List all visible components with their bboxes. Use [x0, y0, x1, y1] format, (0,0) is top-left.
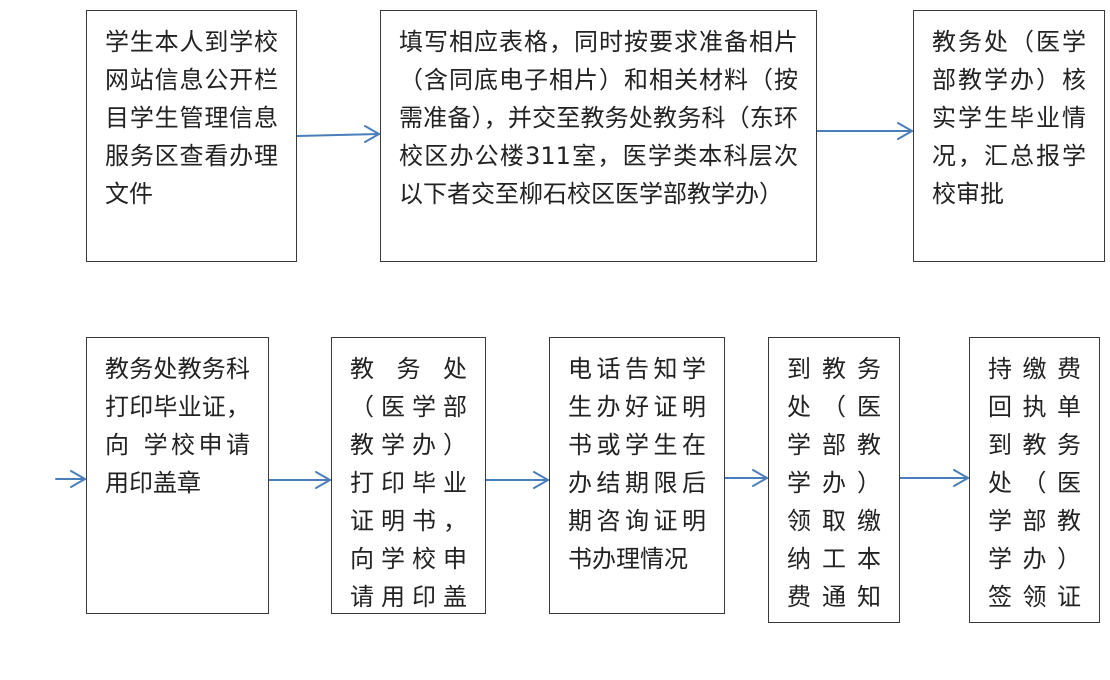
arrow-step2-to-step3: [816, 122, 913, 140]
step-8-box: 持缴费回执单到教务处（医学部教学办）签领证明书: [969, 337, 1100, 623]
arrow-step6-to-step7: [724, 469, 768, 487]
step-2-box: 填写相应表格，同时按要求准备相片（含同底电子相片）和相关材料（按需准备），并交至…: [380, 10, 817, 262]
arrow-step4-to-step5: [268, 471, 331, 489]
step-7-box: 到教务处（医学部教学办）领取缴纳工本费通知单: [768, 337, 900, 623]
arrow-row-continuation: [55, 470, 86, 488]
step-6-box: 电话告知学生办好证明书或学生在办结期限后期咨询证明书办理情况: [549, 337, 725, 614]
step-4-box: 教务处教务科打印毕业证，向 学校申请用印盖章: [86, 337, 269, 614]
step-1-box: 学生本人到学校网站信息公开栏目学生管理信息服务区查看办理文件: [86, 10, 297, 262]
arrow-step1-to-step2: [296, 125, 380, 143]
arrow-step7-to-step8: [899, 469, 969, 487]
step-3-box: 教务处（医学部教学办）核实学生毕业情况，汇总报学校审批: [913, 10, 1105, 262]
arrow-step5-to-step6: [485, 471, 549, 489]
